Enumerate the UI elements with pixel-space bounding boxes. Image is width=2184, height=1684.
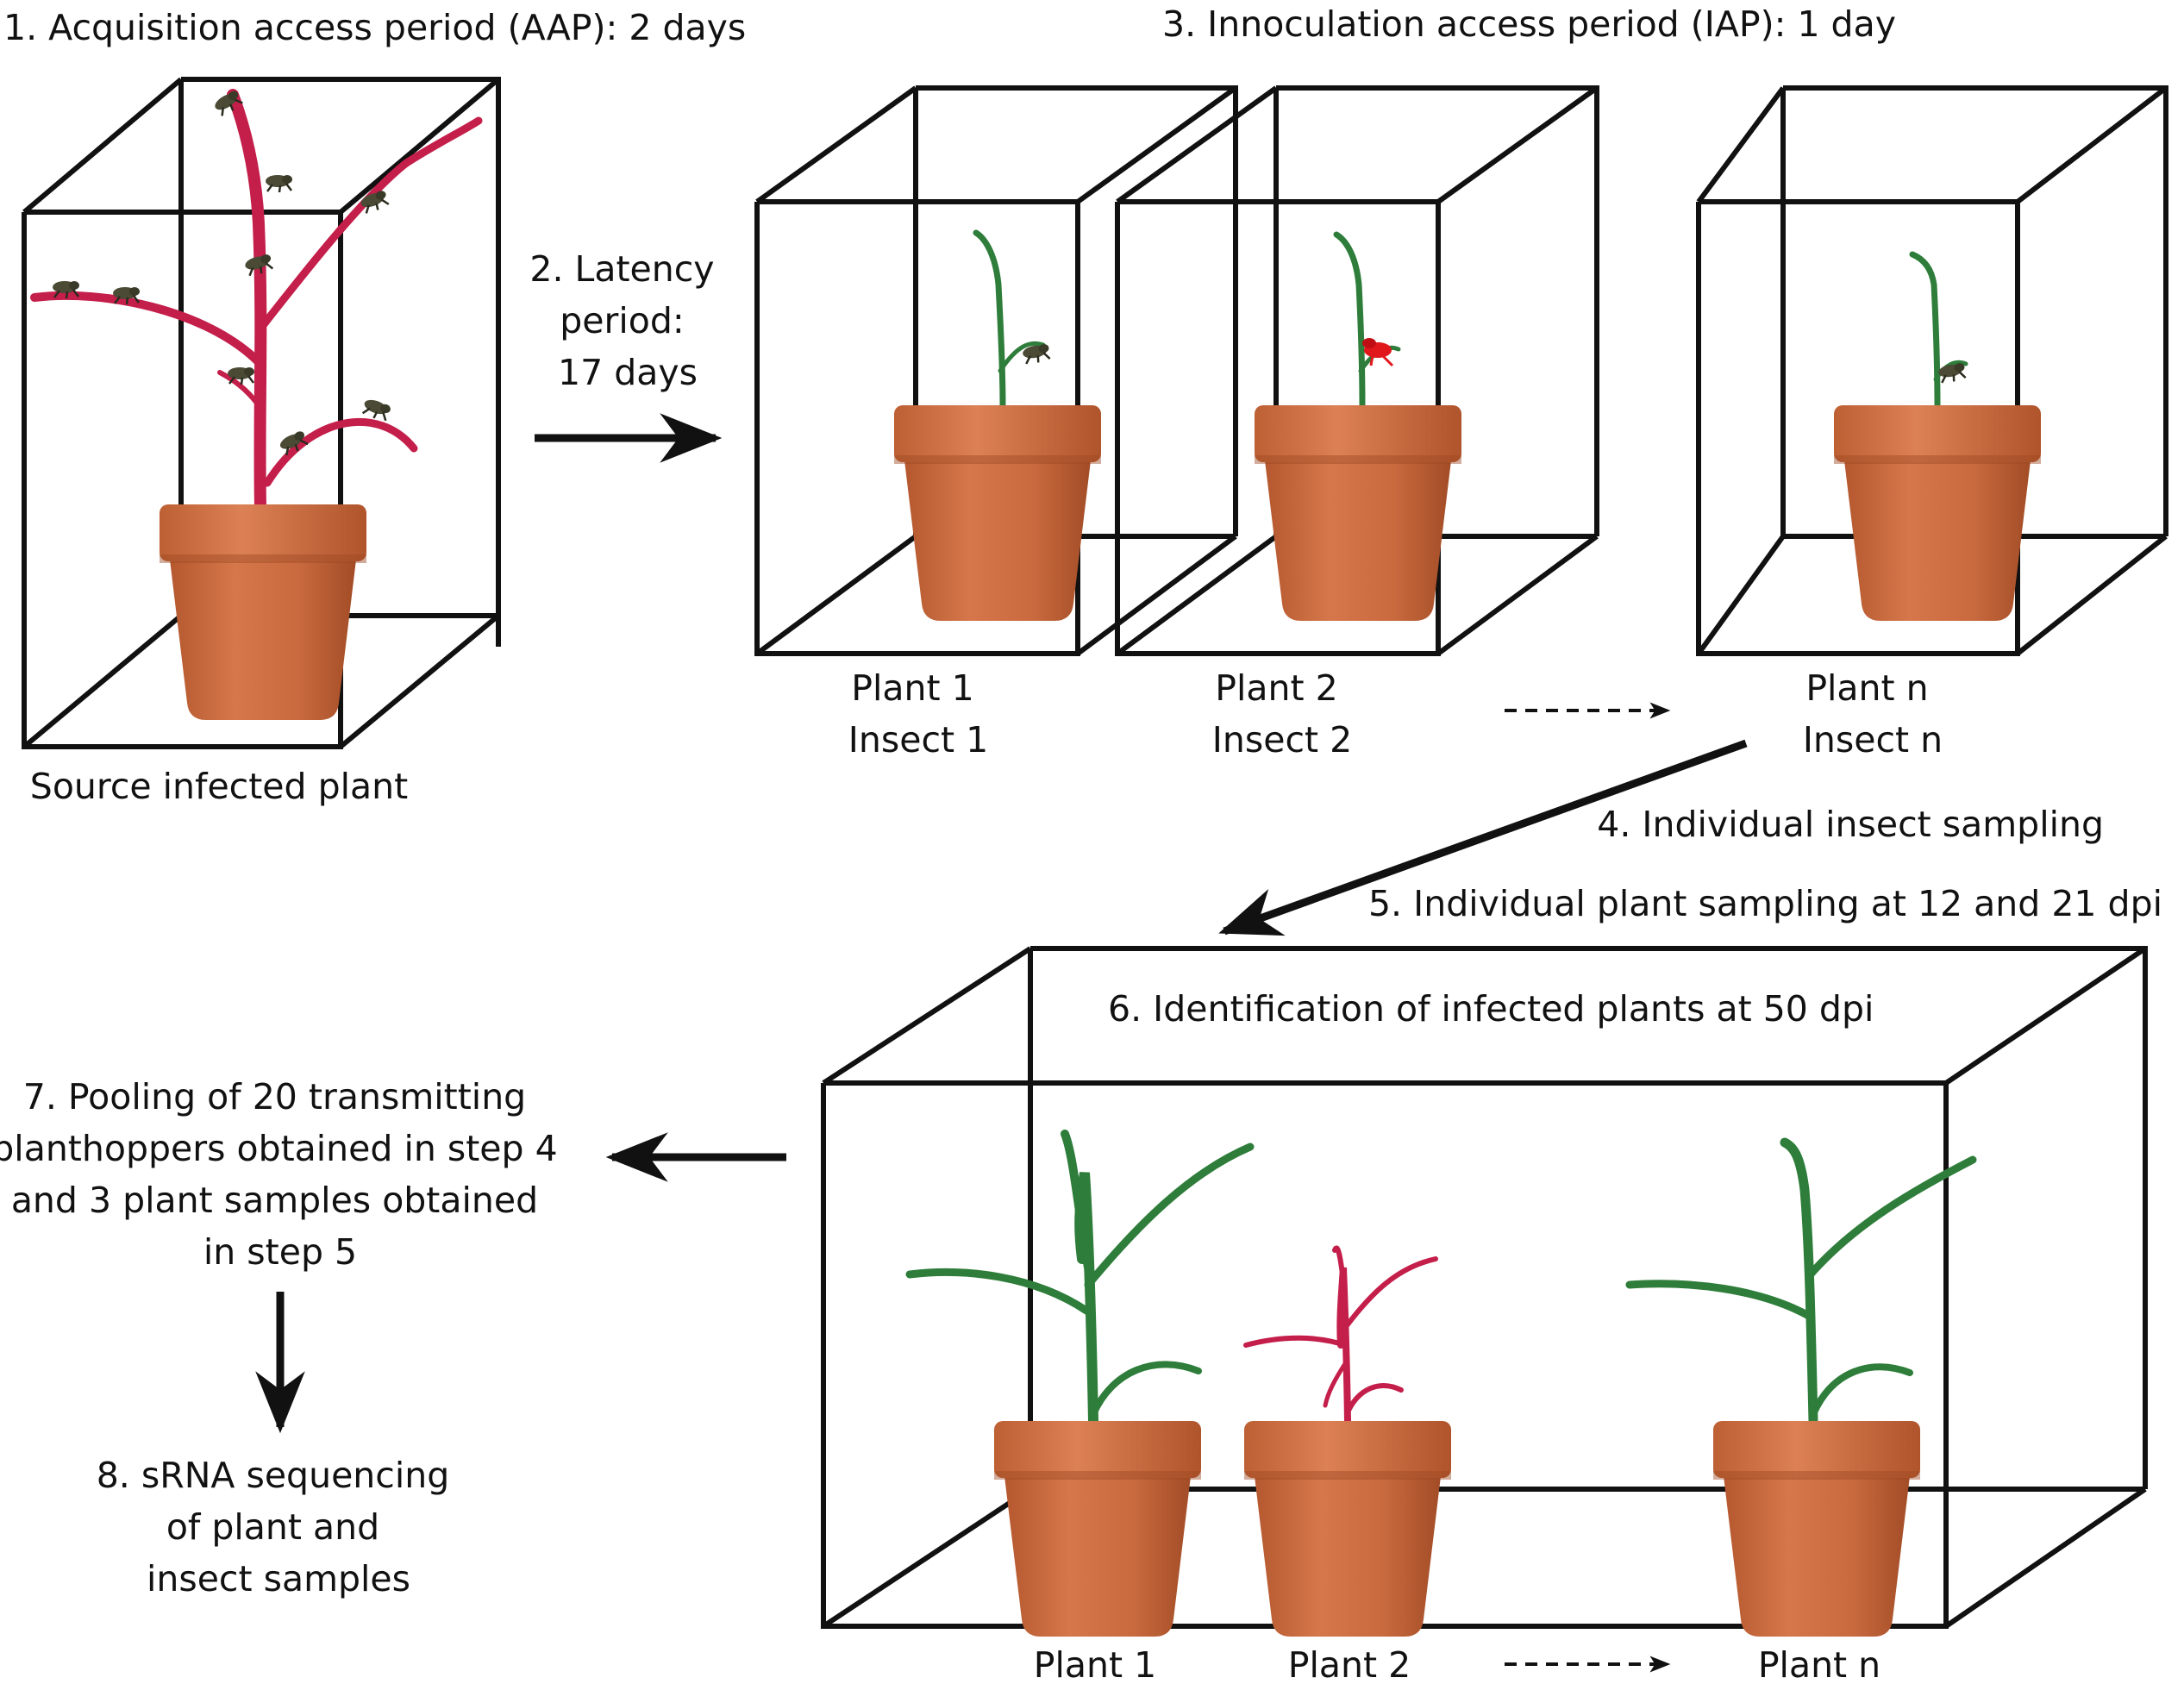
step-1-aap-label: 1. Acquisition access period (AAP): 2 da… xyxy=(3,7,746,48)
pot-icon xyxy=(994,1421,1201,1637)
step-7-pooling-label: 7. Pooling of 20 transmitting planthoppe… xyxy=(0,1076,569,1273)
bottom-plant-1-label: Plant 1 xyxy=(1034,1644,1156,1684)
planthopper-icon xyxy=(1936,360,1968,385)
healthy-plant-icon xyxy=(1625,1137,1977,1426)
bottom-cage-icon xyxy=(821,946,2148,1629)
sampling-arrow-icon xyxy=(1218,739,1748,936)
source-plant-label: Source infected plant xyxy=(30,766,408,807)
cage-2-label: Plant 2 Insect 2 xyxy=(1212,667,1352,761)
infected-plant-icon xyxy=(30,89,483,515)
healthy-plant-icon xyxy=(1333,231,1401,410)
cage-n-label: Plant n Insect n xyxy=(1803,667,1943,761)
pot-icon xyxy=(1713,1421,1920,1637)
bottom-plant-n-label: Plant n xyxy=(1758,1644,1880,1684)
step-3-iap-label: 3. Innoculation access period (IAP): 1 d… xyxy=(1162,3,1896,45)
pot-icon xyxy=(894,405,1101,621)
infective-planthopper-icon xyxy=(1362,338,1394,367)
healthy-plant-icon xyxy=(973,229,1046,410)
infected-plant-icon xyxy=(1243,1245,1438,1424)
healthy-plant-icon xyxy=(1909,251,1968,410)
pot-icon xyxy=(160,504,366,720)
step-2-latency-label: 2. Latency period: 17 days xyxy=(529,248,725,393)
bottom-plant-2-label: Plant 2 xyxy=(1288,1644,1411,1684)
pot-icon xyxy=(1255,405,1461,621)
pot-icon xyxy=(1244,1421,1451,1637)
cage-n-icon xyxy=(1696,85,2168,656)
step-6-identification-label: 6. Identification of infected plants at … xyxy=(1108,988,1874,1030)
step-4-insect-sampling-label: 4. Individual insect sampling xyxy=(1597,804,2104,845)
step-8-sequencing-label: 8. sRNA sequencing of plant and insect s… xyxy=(97,1455,461,1599)
cage-1-label: Plant 1 Insect 1 xyxy=(848,667,988,761)
step-5-plant-sampling-label: 5. Individual plant sampling at 12 and 2… xyxy=(1368,883,2162,924)
healthy-plant-icon xyxy=(905,1130,1255,1426)
pot-icon xyxy=(1834,405,2041,621)
